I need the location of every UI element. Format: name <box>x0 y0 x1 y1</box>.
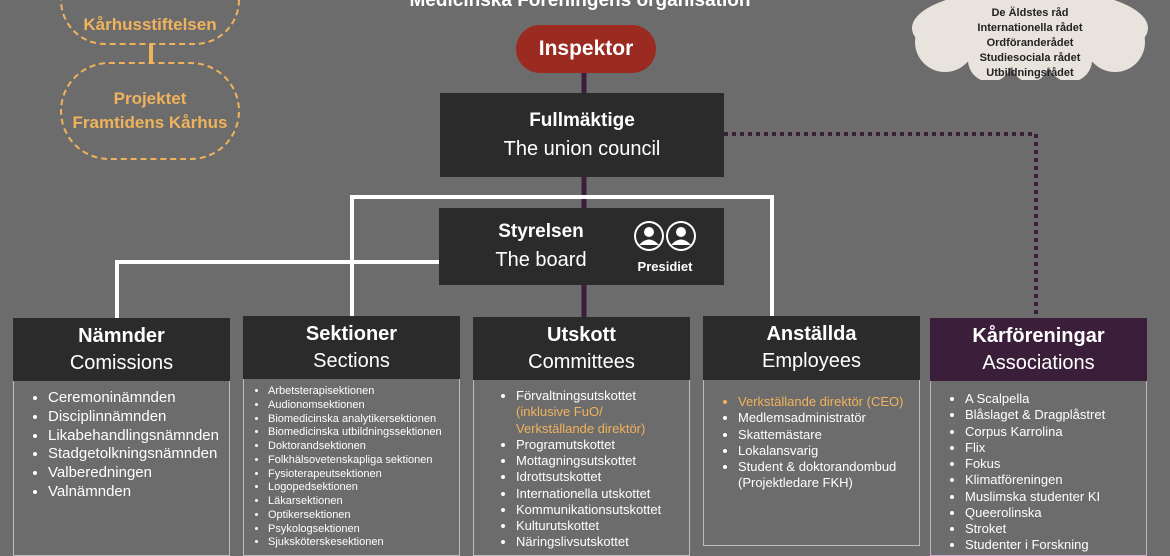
councils-list: De Äldstes råd Internationella rådet Ord… <box>930 6 1130 81</box>
person-icon <box>634 221 664 251</box>
list-item: Stadgetolkningsnämnden <box>48 445 223 464</box>
list-item: Valnämnden <box>48 483 223 502</box>
list-item: Internationella utskottet <box>516 486 683 502</box>
framtidens-karhus-oval: Projektet Framtidens Kårhus <box>60 62 240 160</box>
fullmaktige-subtitle: The union council <box>503 137 661 160</box>
fullmaktige-box: Fullmäktige The union council <box>440 93 724 177</box>
list-item: Stroket <box>965 521 1140 537</box>
list-item: Valberedningen <box>48 464 223 483</box>
karforeningar-header: Kårföreningar Associations <box>930 318 1147 381</box>
list-item: Student & doktorandombud (Projektledare … <box>738 459 913 492</box>
sektioner-subtitle: Sections <box>313 349 390 372</box>
list-item: Sjuksköterskesektionen <box>268 536 453 550</box>
list-item: Skattemästare <box>738 427 913 443</box>
styrelsen-subtitle: The board <box>495 249 587 271</box>
list-item: Audionomsektionen <box>268 399 453 413</box>
council-item: Internationella rådet <box>977 22 1083 34</box>
anstallda-title: Anställda <box>766 323 857 345</box>
council-item: Utbildningsrådet <box>986 67 1074 79</box>
sektioner-header: Sektioner Sections <box>243 316 460 379</box>
list-item: Blåslaget & Dragplåstret <box>965 407 1140 423</box>
bracket-outer <box>115 260 440 318</box>
namnder-title: Nämnder <box>78 324 165 347</box>
framtidens-line2: Framtidens Kårhus <box>72 113 228 132</box>
list-item: Mottagningsutskottet <box>516 453 683 469</box>
namnder-header: Nämnder Comissions <box>13 318 230 381</box>
list-item: Likabehandlingsnämnden <box>48 427 223 446</box>
karhusstiftelsen-oval: Kårhusstiftelsen <box>60 0 240 45</box>
list-item: Biomedicinska utbildningssektionen <box>268 426 453 440</box>
utskott-subtitle: Committees <box>528 350 635 373</box>
inspektor-label: Inspektor <box>538 37 634 60</box>
list-item: Ceremoninämnden <box>48 389 223 408</box>
person-icon <box>666 221 696 251</box>
list-item: Logopedsektionen <box>268 481 453 495</box>
sektioner-title: Sektioner <box>305 322 398 345</box>
list-item: Optikersektionen <box>268 509 453 523</box>
anstallda-subtitle: Employees <box>762 350 861 372</box>
list-item: Flix <box>965 440 1140 456</box>
list-item: Arbetsterapisektionen <box>268 385 453 399</box>
presidiet-group: Presidiet <box>619 220 711 274</box>
dotted-link <box>724 132 1038 318</box>
anstallda-header: Anställda Employees <box>703 316 920 380</box>
list-item: Kulturutskottet <box>516 518 683 534</box>
framtidens-line1: Projektet <box>113 89 187 108</box>
namnder-list: Ceremoninämnden Disciplinnämnden Likabeh… <box>13 381 230 556</box>
fullmaktige-title: Fullmäktige <box>529 109 635 131</box>
council-item: Studiesociala rådet <box>979 52 1081 64</box>
karforeningar-subtitle: Associations <box>982 351 1095 374</box>
list-item: Biomedicinska analytikersektionen <box>268 413 453 427</box>
list-item: Verkställande direktör (CEO) <box>738 394 913 410</box>
list-item: Folkhälsovetenskapliga sektionen <box>268 454 453 468</box>
list-item: A Scalpella <box>965 391 1140 407</box>
karforeningar-list: A Scalpella Blåslaget & Dragplåstret Cor… <box>930 381 1147 556</box>
list-item: Fysioterapeutsektionen <box>268 468 453 482</box>
list-item: Klimatföreningen <box>965 472 1140 488</box>
list-item: Näringslivsutskottet <box>516 534 683 550</box>
list-item: Fokus <box>965 456 1140 472</box>
council-item: Ordföranderådet <box>986 37 1074 49</box>
styrelsen-text: Styrelsen The board <box>461 221 621 272</box>
karforeningar-title: Kårföreningar <box>972 324 1105 347</box>
utskott-title: Utskott <box>547 323 616 346</box>
council-item: De Äldstes råd <box>991 7 1069 19</box>
list-item: Muslimska studenter KI <box>965 489 1140 505</box>
oval-connector <box>149 44 153 62</box>
list-item: Disciplinnämnden <box>48 408 223 427</box>
presidiet-label: Presidiet <box>637 259 693 274</box>
list-item: Doktorandsektionen <box>268 440 453 454</box>
page-title: Medicinska Föreningens organisation <box>409 0 751 11</box>
councils-cloud <box>912 0 1148 80</box>
list-item: Medlemsadministratör <box>738 410 913 426</box>
sektioner-list: Arbetsterapisektionen Audionomsektionen … <box>243 379 460 556</box>
list-item: Studenter i Forskning <box>965 537 1140 553</box>
forvaltningsutskottet-note: (inklusive FuO/ Verkställande direktör) <box>516 404 646 436</box>
namnder-subtitle: Comissions <box>69 351 174 374</box>
list-item: Förvaltningsutskottet (inklusive FuO/ Ve… <box>516 388 683 437</box>
anstallda-list: Verkställande direktör (CEO) Medlemsadmi… <box>703 380 920 546</box>
styrelsen-box: Styrelsen The board Presidiet <box>439 208 724 285</box>
forvaltningsutskottet-label: Förvaltningsutskottet <box>516 388 636 403</box>
list-item: Kommunikationsutskottet <box>516 502 683 518</box>
styrelsen-title: Styrelsen <box>498 221 584 242</box>
inspektor-box: Inspektor <box>516 25 656 73</box>
bracket-inner <box>350 195 774 318</box>
karhusstiftelsen-label: Kårhusstiftelsen <box>83 15 217 34</box>
utskott-header: Utskott Committees <box>473 317 690 380</box>
list-item: Läkarsektionen <box>268 495 453 509</box>
list-item: Idrottsutskottet <box>516 469 683 485</box>
list-item: Queerolinska <box>965 505 1140 521</box>
list-item: Psykologsektionen <box>268 523 453 537</box>
list-item: Programutskottet <box>516 437 683 453</box>
list-item: Lokalansvarig <box>738 443 913 459</box>
list-item: Corpus Karrolina <box>965 424 1140 440</box>
utskott-list: Förvaltningsutskottet (inklusive FuO/ Ve… <box>473 380 690 556</box>
